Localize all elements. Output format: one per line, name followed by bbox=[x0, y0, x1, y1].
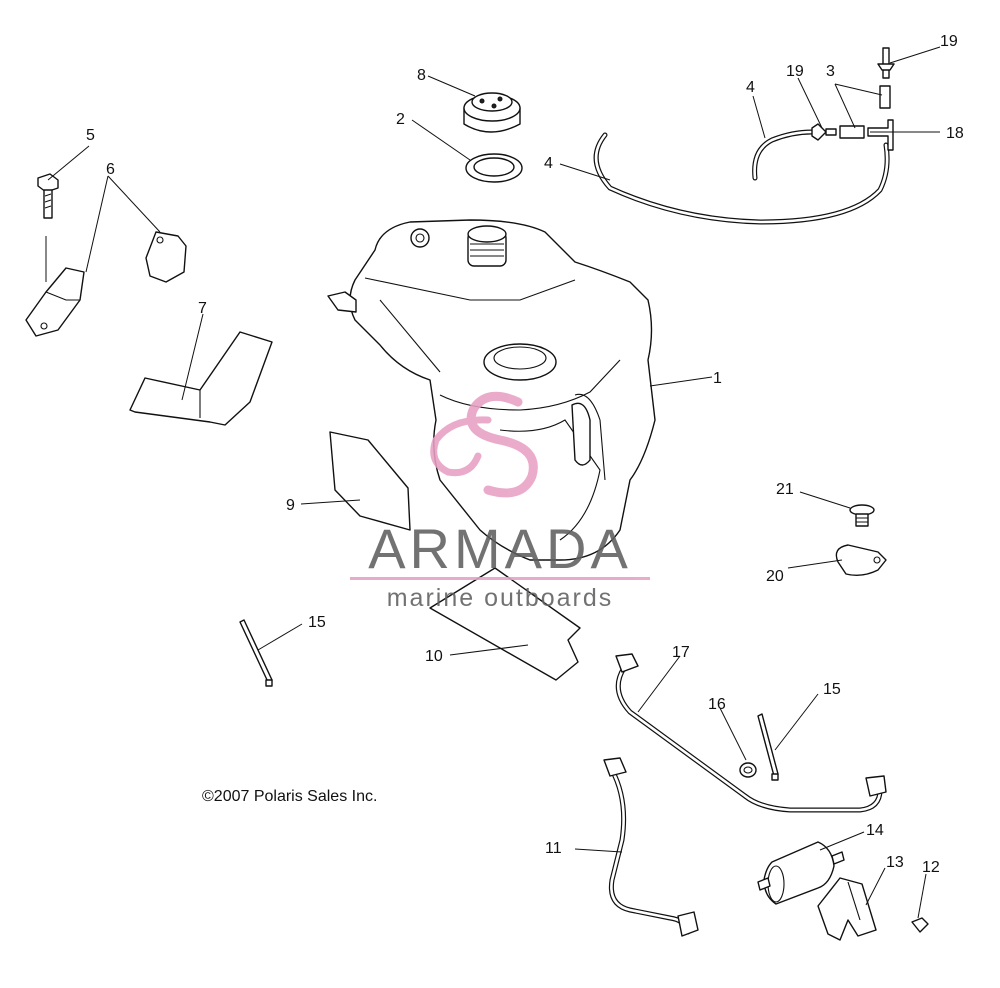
callout-15-right: 15 bbox=[823, 681, 841, 698]
callout-17: 17 bbox=[672, 644, 690, 661]
check-valve-left bbox=[811, 123, 837, 141]
callout-15-left: 15 bbox=[308, 614, 326, 631]
callout-12: 12 bbox=[922, 859, 940, 876]
callout-14: 14 bbox=[866, 822, 884, 839]
fuel-line-long bbox=[615, 653, 887, 813]
callout-8: 8 bbox=[417, 67, 426, 84]
p-clamp bbox=[835, 544, 887, 577]
screw bbox=[911, 917, 929, 933]
callout-6: 6 bbox=[106, 161, 115, 178]
callout-3: 3 bbox=[826, 63, 835, 80]
callout-2: 2 bbox=[396, 111, 405, 128]
watermark: ARMADA marine outboards bbox=[350, 391, 650, 612]
callout-20: 20 bbox=[766, 568, 784, 585]
cable-tie-right bbox=[757, 713, 779, 781]
filter-bracket bbox=[817, 877, 877, 941]
callout-13: 13 bbox=[886, 854, 904, 871]
leader-lines bbox=[47, 46, 941, 919]
callout-4-upper: 4 bbox=[746, 79, 755, 96]
cable-tie-left bbox=[239, 619, 273, 687]
callout-7: 7 bbox=[198, 300, 207, 317]
side-pad bbox=[329, 431, 411, 531]
fuel-cap bbox=[463, 92, 521, 133]
copyright-text: ©2007 Polaris Sales Inc. bbox=[202, 788, 377, 805]
fuel-filter bbox=[757, 841, 845, 905]
watermark-brand: ARMADA bbox=[368, 517, 632, 580]
cap-gasket bbox=[465, 153, 523, 183]
callout-21: 21 bbox=[776, 481, 794, 498]
callout-1: 1 bbox=[713, 370, 722, 387]
callout-19-left: 19 bbox=[786, 63, 804, 80]
callout-11: 11 bbox=[545, 840, 562, 857]
callout-5: 5 bbox=[86, 127, 95, 144]
callout-18: 18 bbox=[946, 125, 964, 142]
watermark-tagline: marine outboards bbox=[387, 584, 614, 612]
hose-connector bbox=[839, 85, 891, 139]
callout-19-top: 19 bbox=[940, 33, 958, 50]
tee-fitting bbox=[867, 119, 894, 151]
callout-10: 10 bbox=[425, 648, 443, 665]
push-rivet bbox=[849, 504, 875, 527]
fuel-line-short bbox=[603, 757, 699, 937]
bottom-pad bbox=[429, 567, 581, 681]
grommet bbox=[739, 762, 757, 778]
foam-pad bbox=[129, 331, 273, 426]
check-valve-top bbox=[877, 47, 895, 79]
watermark-rule bbox=[350, 577, 650, 580]
callout-9: 9 bbox=[286, 497, 295, 514]
bracket-right bbox=[145, 231, 187, 283]
callout-16: 16 bbox=[708, 696, 726, 713]
callout-4-lower: 4 bbox=[544, 155, 553, 172]
watermark-logo bbox=[430, 391, 538, 498]
fuel-tank bbox=[327, 219, 656, 561]
vent-hose-long bbox=[593, 132, 890, 225]
callout-labels: 1 2 3 4 4 5 6 7 8 9 10 11 12 13 14 15 15… bbox=[86, 33, 964, 876]
bracket-left bbox=[25, 267, 85, 337]
vent-hose-short bbox=[752, 129, 815, 181]
bolt bbox=[37, 173, 59, 219]
